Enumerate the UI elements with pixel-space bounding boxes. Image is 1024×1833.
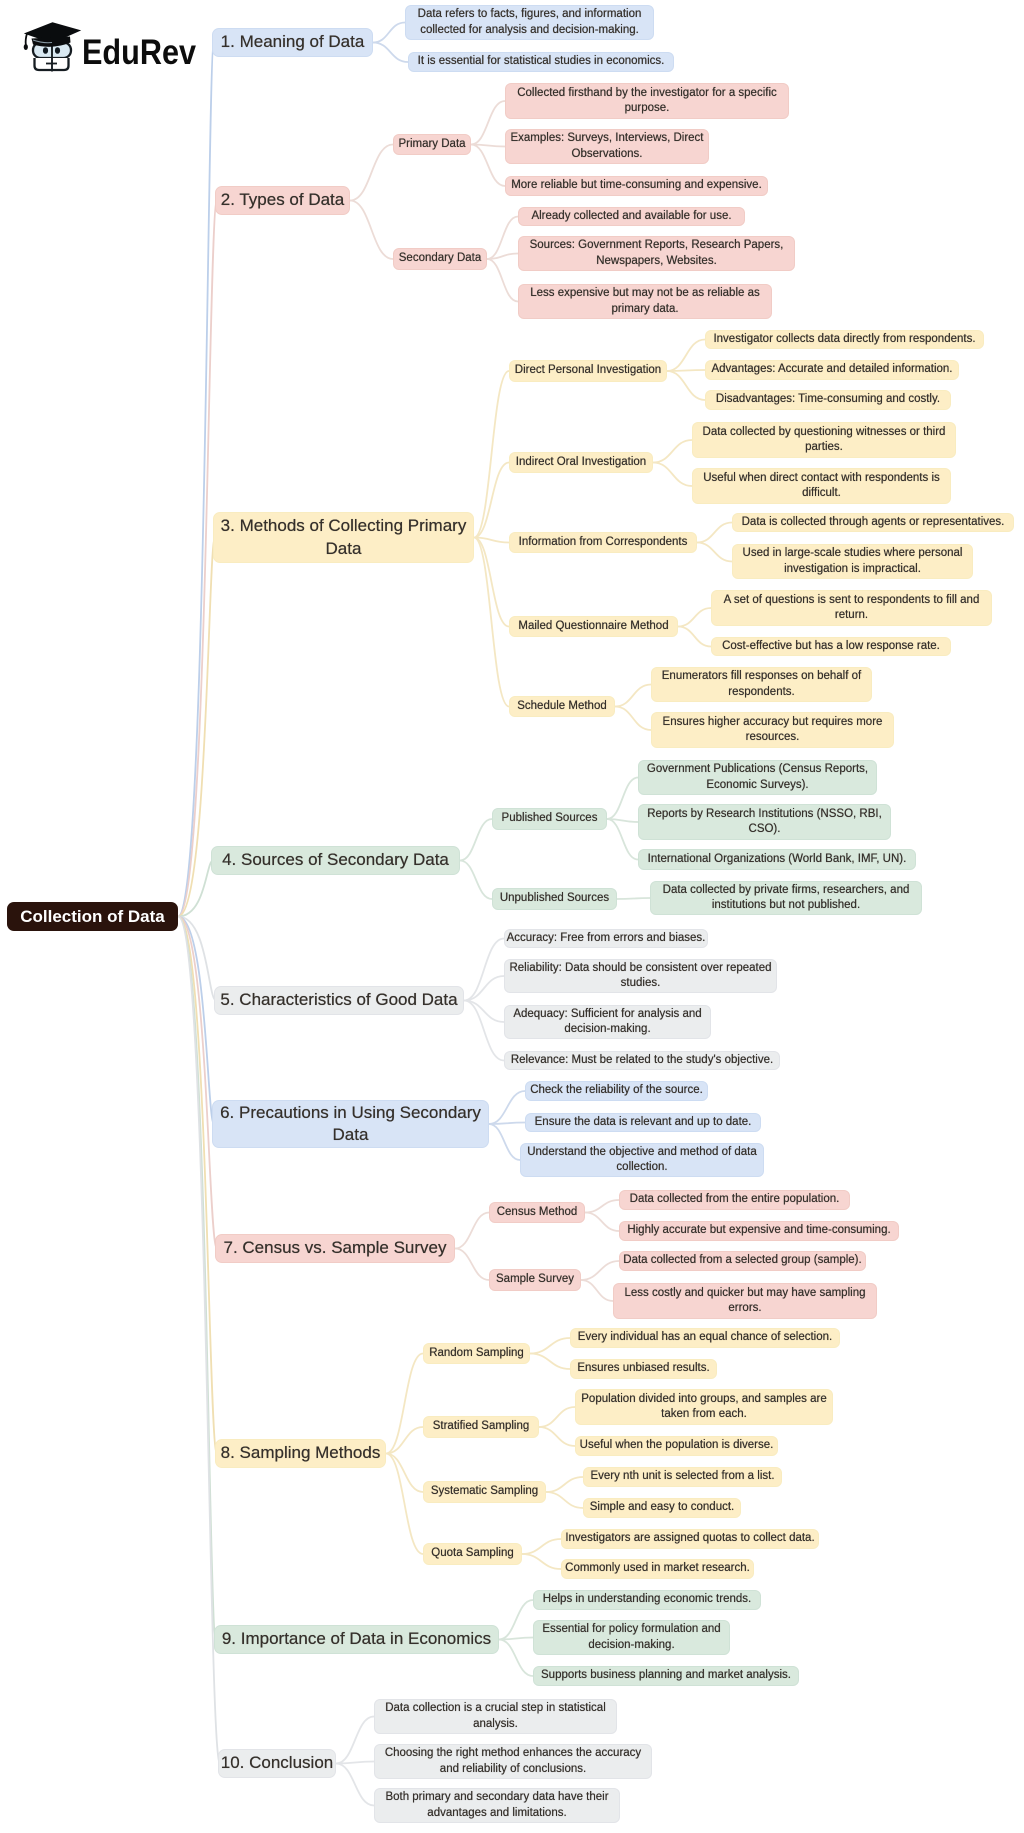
svg-text:EduRev: EduRev [82, 33, 196, 72]
